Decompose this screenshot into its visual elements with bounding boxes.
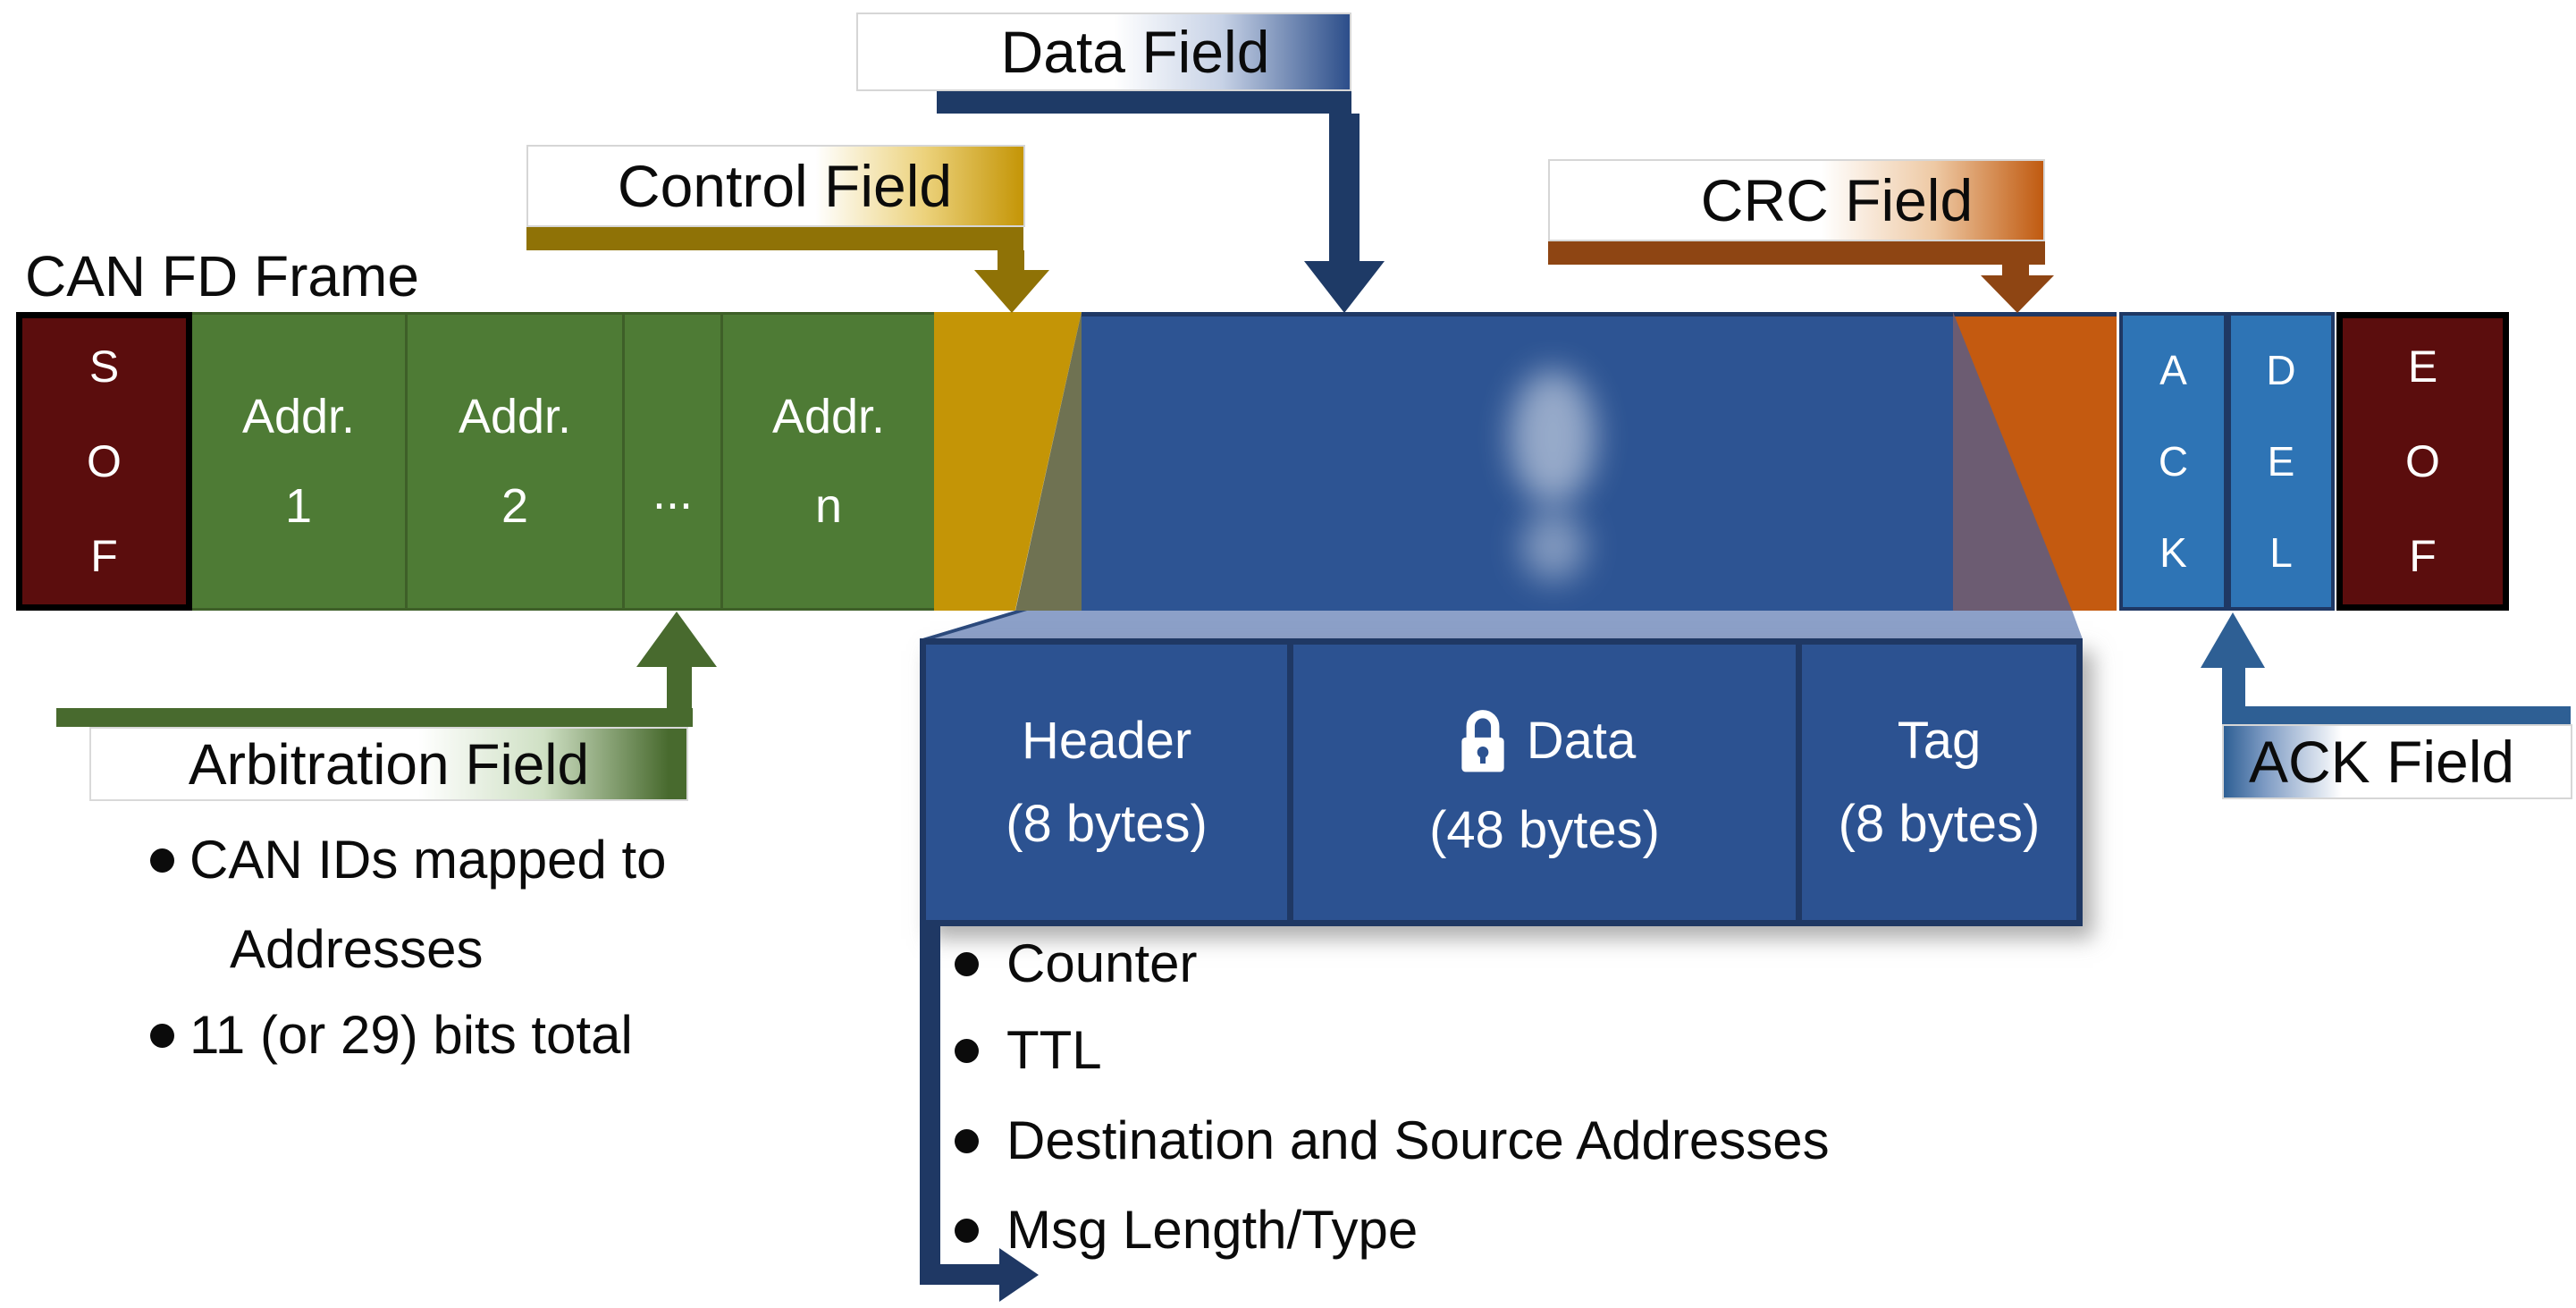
data-field-label: Data Field (856, 13, 1351, 91)
payload-expansion-band (920, 611, 2083, 639)
payload-detail-box: Header (8 bytes) Data (48 bytes) Tag (8 … (920, 638, 2083, 926)
bullet-icon (150, 848, 174, 873)
arbitration-field-arrow (56, 708, 693, 727)
frame-segment-eof: E O F (2336, 312, 2509, 611)
payload-cell-tag: Tag (8 bytes) (1795, 645, 2076, 920)
bullet-icon (955, 1039, 979, 1063)
frame-segment-sof: S O F (16, 312, 192, 611)
diagram-title: CAN FD Frame (25, 244, 419, 308)
arbitration-field-arrowhead-icon (636, 612, 717, 667)
header-notes-arrow (920, 925, 940, 1285)
crc-field-arrow (1548, 241, 2045, 265)
arbitration-note-line: CAN IDs mapped to (189, 830, 667, 890)
frame-segment-addr1: Addr. 1 (192, 312, 405, 611)
arbitration-note-line: 11 (or 29) bits total (189, 1005, 633, 1065)
data-field-arrow (1329, 114, 1360, 264)
blurred-watermark (1521, 511, 1586, 581)
bullet-icon (955, 952, 979, 976)
frame-segment-data (1082, 312, 1953, 611)
header-note-item: Msg Length/Type (1006, 1200, 1418, 1260)
header-notes-arrow (920, 1264, 1002, 1285)
header-note-item: TTL (1006, 1020, 1102, 1080)
ack-field-arrow (2222, 706, 2571, 724)
payload-cell-header: Header (8 bytes) (926, 645, 1287, 920)
payload-cell-size: (8 bytes) (1006, 795, 1208, 853)
frame-segment-addr2: Addr. 2 (405, 312, 622, 611)
ack-field-label: ACK Field (2222, 724, 2572, 799)
frame-segment-ack: A C K (2119, 312, 2227, 611)
control-field-arrow (998, 250, 1024, 274)
arbitration-field-label: Arbitration Field (89, 727, 688, 801)
bullet-icon (955, 1129, 979, 1153)
blurred-watermark (1511, 370, 1595, 504)
frame-segment-addrn: Addr. n (720, 312, 934, 611)
crc-field-arrowhead-icon (1981, 275, 2054, 313)
control-field-label: Control Field (526, 145, 1025, 227)
payload-cell-size: (48 bytes) (1429, 800, 1660, 859)
lock-icon (1461, 709, 1504, 772)
control-field-arrow (526, 227, 1023, 250)
ack-field-arrowhead-icon (2201, 612, 2265, 668)
frame-segment-ellipsis: ... (622, 312, 720, 611)
bullet-icon (150, 1024, 174, 1048)
payload-cell-title: Header (1021, 712, 1192, 770)
arbitration-field-arrow (667, 665, 692, 717)
header-note-item: Counter (1006, 933, 1198, 993)
payload-cell-data: Data (48 bytes) (1287, 645, 1796, 920)
bullet-icon (955, 1219, 979, 1243)
frame-segment-del: D E L (2227, 312, 2335, 611)
payload-cell-size: (8 bytes) (1838, 795, 2041, 853)
payload-cell-title: Tag (1897, 712, 1982, 770)
header-note-item: Destination and Source Addresses (1006, 1110, 1830, 1170)
control-field-arrowhead-icon (974, 270, 1049, 313)
data-field-arrow (937, 91, 1351, 114)
crc-field-arrow (2002, 265, 2029, 277)
crc-field-label: CRC Field (1548, 159, 2045, 241)
payload-cell-title: Data (1526, 712, 1637, 770)
data-field-arrowhead-icon (1304, 261, 1385, 313)
arbitration-note-line: Addresses (230, 919, 484, 979)
